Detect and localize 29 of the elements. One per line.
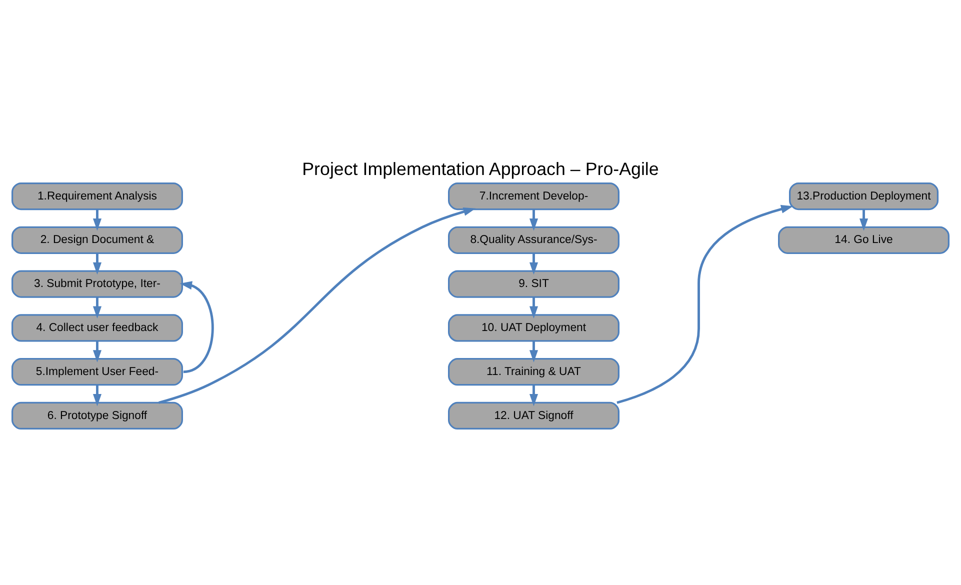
arrow: [616, 204, 794, 404]
node-box: 8.Quality Assurance/Sys-: [448, 226, 620, 254]
arrow: [529, 384, 538, 406]
arrow: [92, 340, 102, 362]
node-box: 13.Production Deployment: [788, 182, 939, 210]
arrow: [92, 252, 102, 274]
node-box: 10. UAT Deployment: [448, 314, 620, 342]
arrow: [859, 208, 868, 230]
node-box: 11. Training & UAT: [448, 358, 620, 386]
arrow: [529, 252, 538, 274]
node-box: 7.Increment Develop-: [448, 182, 620, 210]
node-box: 6. Prototype Signoff: [11, 401, 183, 430]
node-box: 5.Implement User Feed-: [11, 358, 183, 386]
node-box: 1.Requirement Analysis: [11, 182, 183, 210]
diagram-title: Project Implementation Approach – Pro-Agile: [302, 158, 659, 178]
arrow: [92, 296, 102, 318]
node-box: 2. Design Document &: [11, 226, 183, 254]
node-box: 3. Submit Prototype, Iter-: [11, 270, 183, 298]
node-box: 14. Go Live: [778, 226, 950, 254]
arrow: [92, 384, 102, 406]
arrow: [529, 340, 538, 362]
node-box: 9. SIT: [448, 270, 620, 298]
node-box: 4. Collect user feedback: [11, 314, 183, 342]
arrow: [92, 208, 102, 230]
arrow: [158, 207, 476, 404]
arrow: [529, 296, 538, 318]
node-box: 12. UAT Signoff: [448, 401, 620, 430]
arrow: [180, 280, 214, 373]
arrow: [529, 208, 538, 230]
